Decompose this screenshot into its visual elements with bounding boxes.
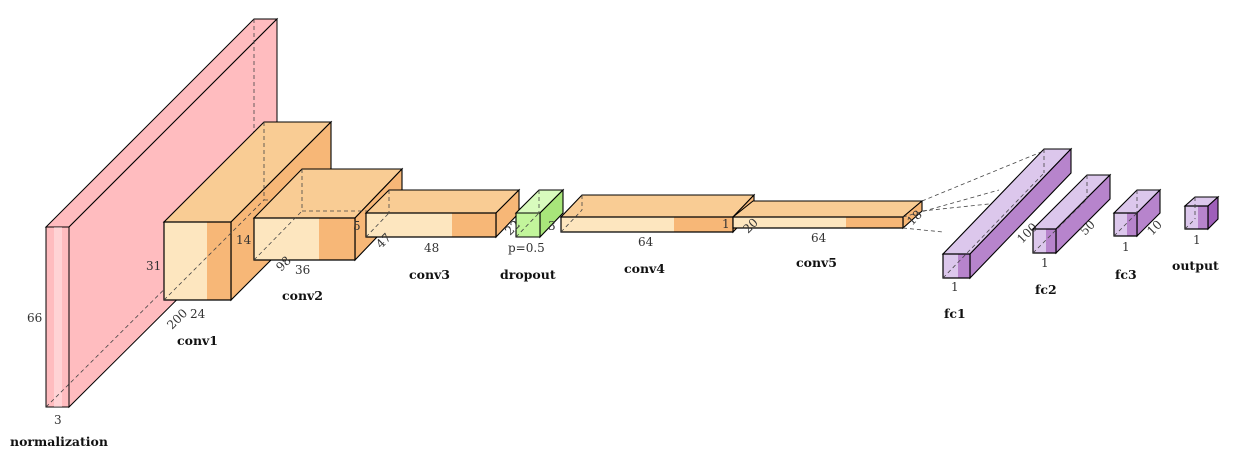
layer-fc3 <box>1112 188 1162 238</box>
conv5-top-face <box>731 200 924 218</box>
caption-conv2: conv2 <box>282 288 323 303</box>
fc1-front-light <box>943 254 958 278</box>
conv4-top-face <box>559 194 756 218</box>
caption-fc3: fc3 <box>1115 267 1137 282</box>
normalization-width-label: 3 <box>54 413 62 427</box>
layer-captions: normalization conv1 conv2 conv3 dropout … <box>10 255 1219 449</box>
caption-fc1: fc1 <box>944 306 966 321</box>
conv1-front-light <box>164 222 207 300</box>
conv5-width-label: 64 <box>811 231 827 245</box>
normalization-front-stripe <box>54 227 62 407</box>
conv3-front-light <box>366 213 452 237</box>
conv1-width-label: 24 <box>190 307 206 321</box>
conv1-depth-label: 200 <box>164 306 190 332</box>
caption-conv1: conv1 <box>177 333 218 348</box>
conv2-front-light <box>254 218 319 260</box>
conv4-front-dark <box>674 217 733 232</box>
caption-output: output <box>1172 258 1219 273</box>
conv2-height-label: 14 <box>236 233 252 247</box>
fc3-width-label: 1 <box>1122 240 1130 254</box>
conv1-front-dark <box>207 222 231 300</box>
conv3-height-label: 5 <box>353 219 361 233</box>
normalization-front-face <box>45 226 70 408</box>
layer-output <box>1183 195 1220 231</box>
conv4-front-light <box>561 217 674 232</box>
conv2-width-label: 36 <box>295 263 310 277</box>
fc3-front-dark <box>1127 213 1137 236</box>
dropout-probability-label: p=0.5 <box>508 241 545 255</box>
fc2-width-label: 1 <box>1041 256 1049 270</box>
caption-normalization: normalization <box>10 434 108 449</box>
conv4-height-label: 1 <box>722 217 730 231</box>
layer-fc1 <box>941 147 1073 280</box>
conv1-height-label: 31 <box>146 259 161 273</box>
caption-dropout: dropout <box>500 267 556 282</box>
fc2-front-dark <box>1046 229 1056 253</box>
fc1-front-dark <box>958 254 970 278</box>
conv4-width-label: 64 <box>638 235 654 249</box>
conv5-front-dark <box>846 217 903 228</box>
conv5-front-light <box>733 217 846 228</box>
dropout-height-label: 3 <box>548 219 556 233</box>
fc2-front-light <box>1033 229 1046 253</box>
fc1-width-label: 1 <box>951 280 959 294</box>
output-front-dark <box>1198 206 1208 229</box>
layer-conv3 <box>364 188 521 239</box>
caption-conv3: conv3 <box>409 267 450 282</box>
normalization-height-label: 66 <box>27 311 42 325</box>
conv3-front-dark <box>452 213 496 237</box>
layer-dropout <box>514 188 565 239</box>
conv2-front-dark <box>319 218 355 260</box>
layer-fc2 <box>1031 173 1112 255</box>
caption-conv4: conv4 <box>624 261 665 276</box>
output-front-light <box>1185 206 1198 229</box>
caption-conv5: conv5 <box>796 255 837 270</box>
fc3-front-light <box>1114 213 1127 236</box>
caption-fc2: fc2 <box>1035 282 1057 297</box>
layer-conv5 <box>731 199 924 230</box>
connection-lines <box>902 149 1047 233</box>
conv3-width-label: 48 <box>424 241 439 255</box>
output-width-label: 1 <box>1193 233 1201 247</box>
